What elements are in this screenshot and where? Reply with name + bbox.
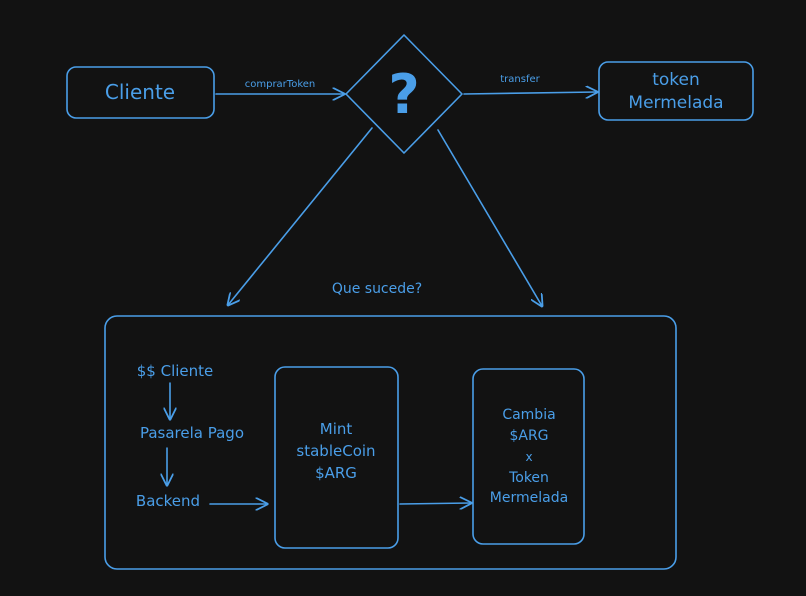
cliente-label: Cliente xyxy=(105,80,175,104)
flow-cliente-label: $$ Cliente xyxy=(137,362,214,380)
cambia-line2: $ARG xyxy=(509,428,548,444)
pasarela-label: Pasarela Pago xyxy=(140,424,244,442)
right-down-arrow xyxy=(437,129,542,306)
token-label-line2: Mermelada xyxy=(628,93,723,113)
question-label: Que sucede? xyxy=(332,281,422,297)
left-down-arrow xyxy=(228,127,373,305)
cambia-line3: x xyxy=(525,450,532,464)
mint-line3: $ARG xyxy=(315,464,357,482)
transfer-arrow xyxy=(463,92,597,94)
decision-diamond xyxy=(345,34,463,154)
transfer-label: transfer xyxy=(500,74,540,85)
cambia-line1: Cambia xyxy=(502,407,555,423)
mint-line1: Mint xyxy=(320,420,353,438)
decision-label: ? xyxy=(388,63,419,126)
token-label-line1: token xyxy=(652,70,700,90)
cambia-box xyxy=(472,368,585,545)
mint-line2: stableCoin xyxy=(296,442,375,460)
comprar-label: comprarToken xyxy=(245,79,316,90)
cliente-box xyxy=(66,66,215,119)
mint-to-cambia-arrow xyxy=(399,503,471,504)
cambia-line5: Mermelada xyxy=(490,490,568,506)
cambia-line4: Token xyxy=(508,470,549,486)
mint-box xyxy=(274,366,399,549)
token-box xyxy=(598,61,754,121)
process-container xyxy=(104,315,677,570)
backend-label: Backend xyxy=(136,492,200,510)
